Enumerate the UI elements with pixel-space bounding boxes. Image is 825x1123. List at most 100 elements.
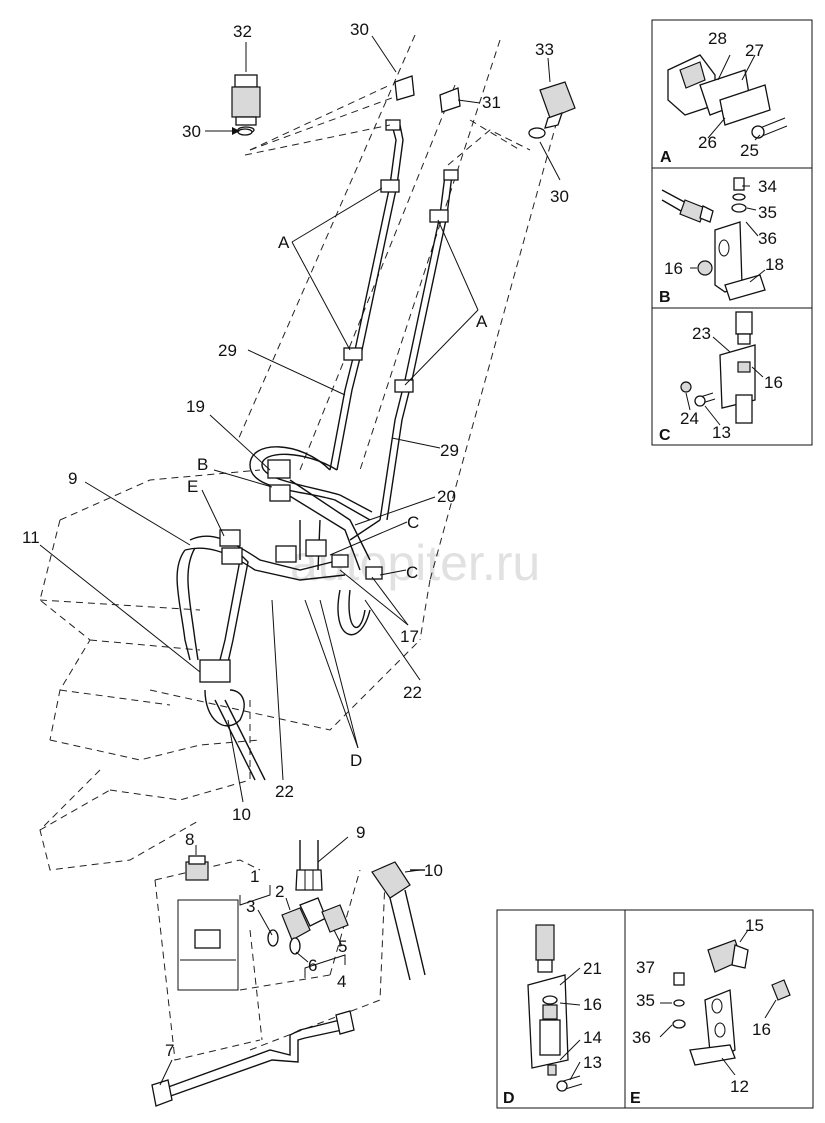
detail-b-18: 18: [765, 255, 784, 274]
callout-10-top: 10: [232, 805, 251, 824]
detail-e-letter: E: [630, 1090, 641, 1107]
leader-30-right: [539, 141, 561, 181]
callout-c-2: C: [406, 563, 418, 582]
leader-17-b: [371, 576, 409, 626]
leader-a-left-1: [291, 187, 383, 243]
callout-11: 11: [22, 528, 40, 547]
leader-a-right-2: [404, 309, 479, 386]
leader-e: [201, 489, 225, 537]
callout-1: 1: [250, 867, 259, 886]
detail-d: D 21 16 14 13: [503, 924, 602, 1107]
detail-e: E 15 37 35 36 16 12: [630, 916, 791, 1107]
callout-a-right: A: [476, 312, 488, 331]
bracket-1: [239, 885, 271, 906]
callout-9-bottom: 9: [356, 823, 365, 842]
leader-33: [547, 57, 551, 83]
leader-d-2: [319, 599, 359, 749]
detail-a-letter: A: [660, 149, 672, 166]
detail-panel-abc: [651, 19, 813, 446]
seal-30-left: [237, 128, 253, 136]
callout-19: 19: [186, 397, 205, 416]
detail-d-letter: D: [503, 1090, 515, 1107]
leader-11: [39, 544, 201, 673]
callout-31: 31: [482, 93, 501, 112]
steel-line-29-left: [329, 124, 404, 471]
callout-30-right: 30: [550, 187, 569, 206]
leader-29-right: [391, 437, 441, 449]
detail-b-36: 36: [758, 229, 777, 248]
callout-33: 33: [535, 40, 554, 59]
hose-cluster: [176, 446, 383, 781]
shim-30-plate: [394, 75, 415, 101]
leader-5: [333, 929, 343, 947]
leader-3: [257, 909, 273, 936]
callout-6: 6: [308, 956, 317, 975]
callout-d: D: [350, 751, 362, 770]
adapter-33: [528, 81, 576, 139]
leader-9-bottom: [317, 836, 349, 863]
plug-8: [185, 855, 209, 881]
callout-3: 3: [246, 897, 255, 916]
leader-19: [209, 414, 271, 471]
connection-dashline-left: [244, 124, 391, 156]
callout-b: B: [197, 455, 208, 474]
callout-labels: 32 30 30 31 33 30 A A 29 29 19 B E 9 11 …: [22, 20, 569, 1060]
arrowhead-30-left: [232, 127, 240, 135]
callout-17: 17: [400, 627, 419, 646]
callout-20: 20: [437, 487, 456, 506]
detail-e-12: 12: [730, 1077, 749, 1096]
callout-30-top: 30: [350, 20, 369, 39]
callout-22-right: 22: [403, 683, 422, 702]
valve-body: [177, 899, 239, 991]
detail-a: A 28 27 26 25: [660, 29, 788, 166]
callout-22-left: 22: [275, 782, 294, 801]
tube-7: [151, 1010, 355, 1107]
detail-a-28: 28: [708, 29, 727, 48]
leader-b: [213, 469, 273, 488]
detail-panel-de: [496, 909, 814, 1109]
callout-7: 7: [165, 1041, 174, 1060]
callout-2: 2: [275, 882, 284, 901]
callout-e: E: [187, 477, 198, 496]
detail-c: C 23 16 24 13: [659, 311, 783, 444]
detail-b: B 34 35 36 16 18: [659, 177, 784, 306]
detail-a-27: 27: [745, 41, 764, 60]
callout-a-left: A: [278, 233, 290, 252]
leader-a-right-1: [437, 219, 479, 311]
leader-c-1: [329, 521, 408, 556]
leader-2: [285, 897, 291, 911]
detail-e-36: 36: [632, 1028, 651, 1047]
callout-9-top: 9: [68, 469, 77, 488]
detail-d-21: 21: [583, 959, 602, 978]
leader-7: [159, 1059, 173, 1086]
hose-9-end: [295, 840, 323, 891]
detail-d-16: 16: [583, 995, 602, 1014]
detail-a-25: 25: [740, 141, 759, 160]
detail-d-13: 13: [583, 1053, 602, 1072]
detail-e-37: 37: [636, 958, 655, 977]
leader-c-2: [379, 569, 407, 576]
detail-c-13: 13: [712, 423, 731, 442]
callout-32: 32: [233, 22, 252, 41]
leader-30-top: [371, 35, 397, 73]
detail-c-23: 23: [692, 324, 711, 343]
leader-20: [354, 496, 436, 526]
leader-a-left-2: [291, 241, 351, 351]
shim-31-plate: [439, 87, 461, 113]
leader-22-right: [364, 599, 421, 681]
leader-9: [84, 481, 191, 546]
callout-8: 8: [185, 830, 194, 849]
hose-10-fitting: [371, 861, 426, 981]
detail-b-letter: B: [659, 289, 671, 306]
leader-6: [295, 951, 309, 963]
leader-29-left: [247, 349, 346, 396]
leader-10-bottom: [404, 869, 421, 873]
leader-d-1: [304, 599, 359, 749]
detail-c-letter: C: [659, 427, 671, 444]
callout-30-left: 30: [182, 122, 201, 141]
callout-4: 4: [337, 972, 346, 991]
leader-17-a: [339, 569, 409, 626]
fitting-group: [267, 897, 349, 955]
detail-e-35: 35: [636, 991, 655, 1010]
